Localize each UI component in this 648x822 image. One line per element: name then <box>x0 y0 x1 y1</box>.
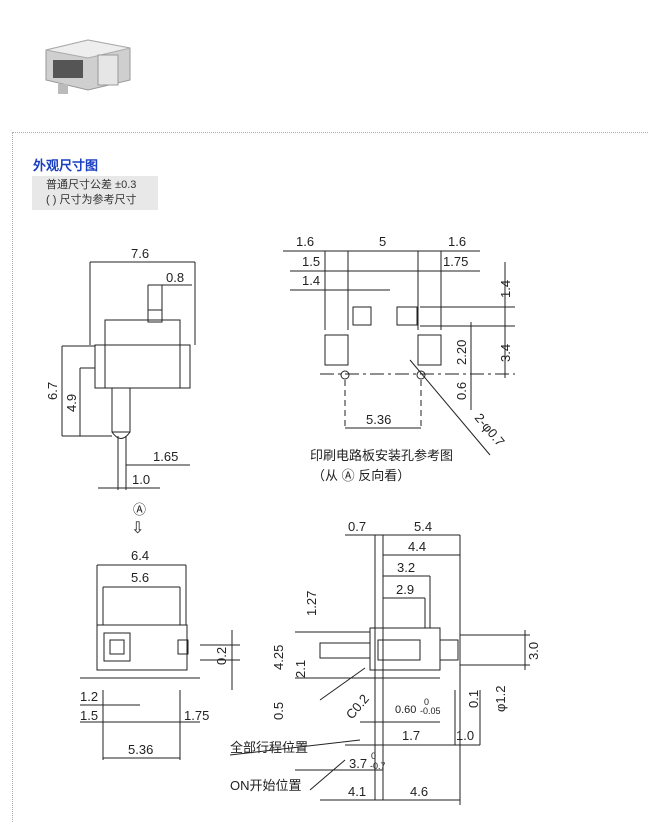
tol-0-60-lower: -0.05 <box>420 706 441 716</box>
dim-side-1-27: 1.27 <box>304 591 319 616</box>
label-full-travel: 全部行程位置 <box>230 740 308 755</box>
tolerance-note: 普通尺寸公差 ±0.3 ( ) 尺寸为参考尺寸 <box>32 176 158 210</box>
dim-side-2-9: 2.9 <box>396 582 414 597</box>
dim-pcb-1-5: 1.5 <box>302 254 320 269</box>
dim-bottom-1-2: 1.2 <box>80 689 98 704</box>
pcb-caption-view: （从 Ⓐ 反向看） <box>312 468 410 483</box>
dim-pcb-holes: 2-φ0.7 <box>472 410 508 449</box>
dim-side-4-4: 4.4 <box>408 539 426 554</box>
view-a-marker: Ⓐ <box>133 502 146 517</box>
dim-pcb-1-6-left: 1.6 <box>296 234 314 249</box>
divider-vertical <box>12 132 13 822</box>
dim-bottom-1-5: 1.5 <box>80 708 98 723</box>
tol-0-60-upper: 0 <box>424 697 429 707</box>
dim-bottom-6-4: 6.4 <box>131 548 149 563</box>
dim-side-2-1: 2.1 <box>293 660 308 678</box>
dim-side-3-2: 3.2 <box>397 560 415 575</box>
dim-side-0-7: 0.7 <box>348 519 366 534</box>
dim-pcb-1-75: 1.75 <box>443 254 468 269</box>
dim-side-0-60: 0.60 <box>395 704 416 716</box>
dim-side-1-7: 1.7 <box>402 728 420 743</box>
label-on-start: ON开始位置 <box>230 778 302 793</box>
section-title: 外观尺寸图 <box>33 158 99 173</box>
dim-side-c0-2: C0.2 <box>343 691 372 722</box>
tol-3-7-lower: -0.7 <box>370 761 386 771</box>
dim-side-4-6: 4.6 <box>410 784 428 799</box>
dim-side-5-4: 5.4 <box>414 519 432 534</box>
dim-front-lead: 1.0 <box>132 472 150 487</box>
dim-pcb-v-0-6: 0.6 <box>454 382 469 400</box>
side-view: 0.7 5.4 4.4 3.2 2.9 1.27 4.25 2.1 0.5 C0… <box>229 519 541 805</box>
dim-front-height: 6.7 <box>45 382 60 400</box>
dim-front-stem: 0.8 <box>166 270 184 285</box>
dim-pcb-v-2-20: 2.20 <box>454 340 469 365</box>
pcb-caption: 印刷电路板安装孔参考图 <box>310 448 453 463</box>
view-arrow-icon: ⇩ <box>131 520 144 537</box>
dim-pcb-v-1-4: 1.4 <box>498 280 513 298</box>
dim-side-3-7: 3.7 <box>349 756 367 771</box>
dim-pcb-5: 5 <box>379 234 386 249</box>
front-view: 7.6 0.8 6.7 4.9 1.65 1.0 <box>45 246 196 490</box>
dim-side-4-1: 4.1 <box>348 784 366 799</box>
dim-pcb-1-6-right: 1.6 <box>448 234 466 249</box>
dim-side-3-0: 3.0 <box>526 642 541 660</box>
dim-pcb-pitch: 5.36 <box>366 412 391 427</box>
dim-bottom-5-6: 5.6 <box>131 570 149 585</box>
dim-front-body-height: 4.9 <box>64 394 79 412</box>
dim-pcb-v-3-4: 3.4 <box>498 344 513 362</box>
tol-3-7-upper: 0 <box>371 751 376 761</box>
bottom-view: 6.4 5.6 0.2 1.2 1.5 1.75 5.36 <box>80 548 240 760</box>
dim-side-4-25: 4.25 <box>271 645 286 670</box>
dim-bottom-0-2: 0.2 <box>214 647 229 665</box>
dim-side-0-5: 0.5 <box>271 702 286 720</box>
dim-side-1-0: 1.0 <box>456 728 474 743</box>
note-reference: ( ) 尺寸为参考尺寸 <box>46 194 137 206</box>
dim-pcb-1-4: 1.4 <box>302 273 320 288</box>
product-photo <box>38 10 138 106</box>
dim-side-phi-1-2: φ1.2 <box>493 685 508 712</box>
divider <box>12 132 648 133</box>
dim-front-width: 7.6 <box>131 246 149 261</box>
dim-side-0-1: 0.1 <box>466 690 481 708</box>
dim-bottom-1-75: 1.75 <box>184 708 209 723</box>
dim-front-offset: 1.65 <box>153 449 178 464</box>
pcb-hole-layout: 1.6 5 1.6 1.5 1.75 1.4 1.4 2.20 3.4 0.6 … <box>283 234 515 483</box>
dim-bottom-5-36: 5.36 <box>128 742 153 757</box>
note-tolerance: 普通尺寸公差 ±0.3 <box>46 179 137 191</box>
